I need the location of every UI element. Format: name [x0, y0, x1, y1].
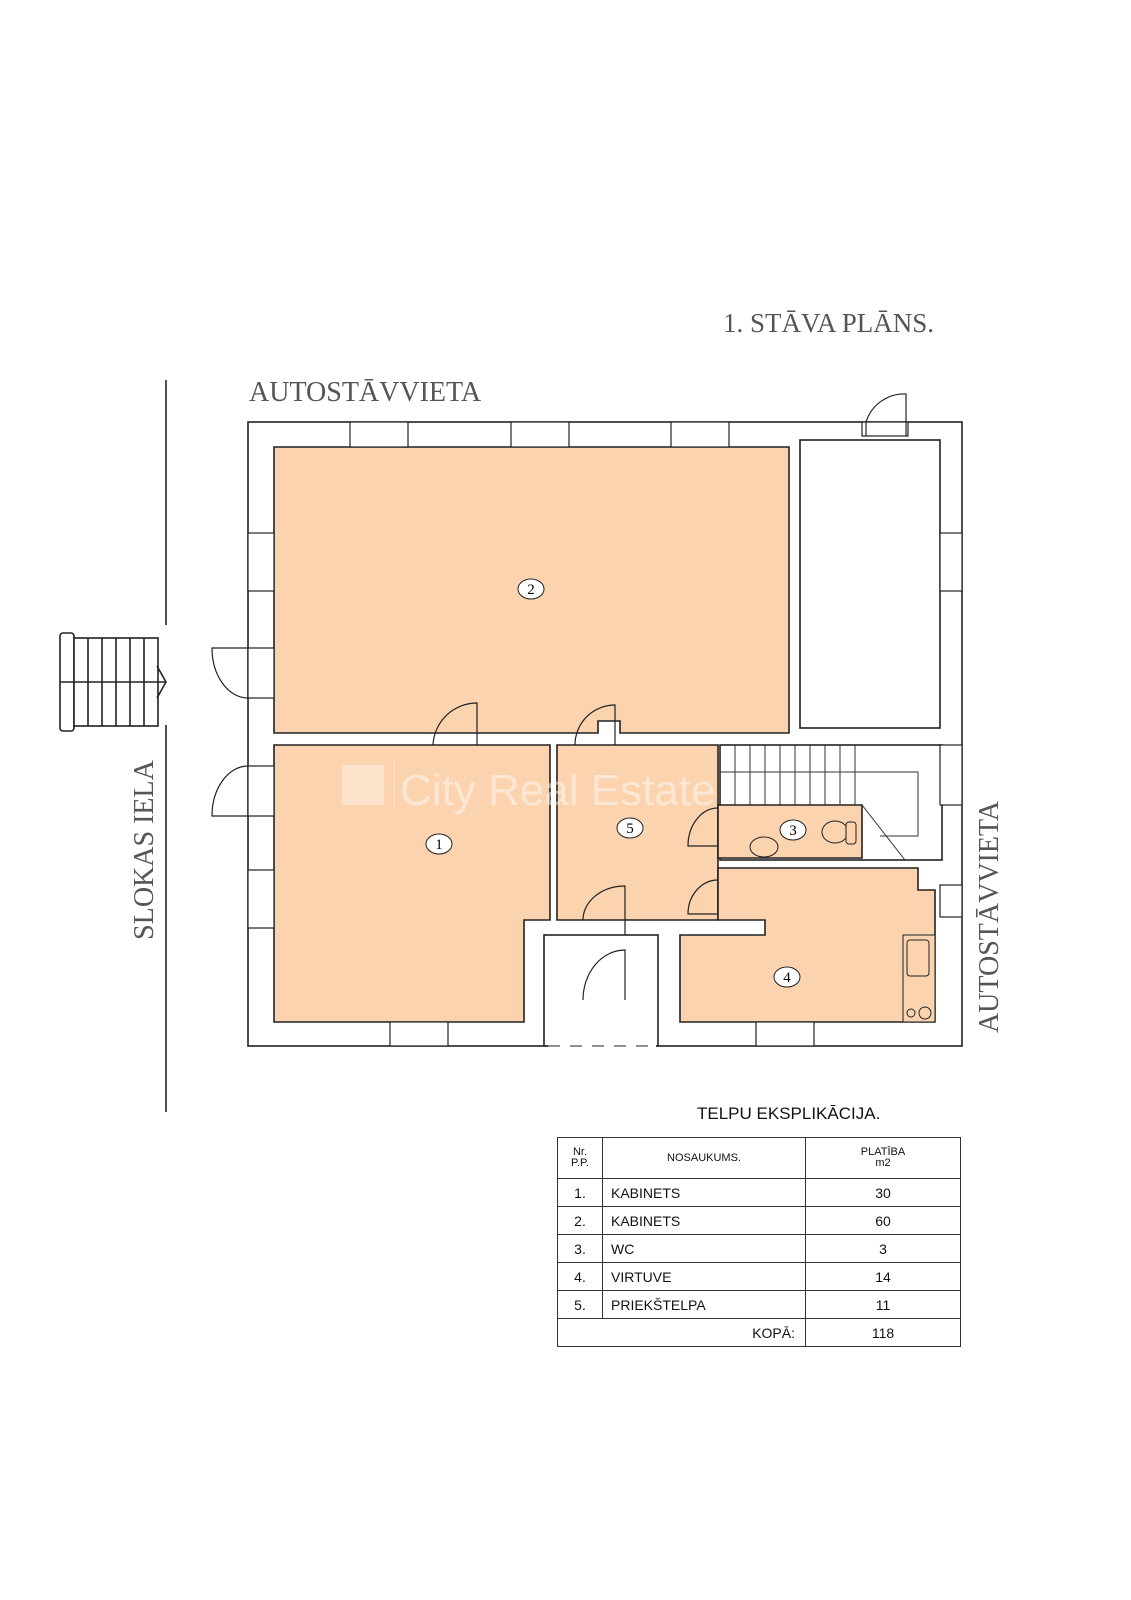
watermark-text: City Real Estate	[400, 766, 715, 815]
row-name: PRIEKŠTELPA	[602, 1290, 806, 1319]
row-nr: 3.	[557, 1234, 603, 1263]
unlabeled-room	[799, 439, 941, 729]
room-markers: 1 2 3 4 5	[425, 578, 807, 988]
table-title: TELPU EKSPLIKĀCIJA.	[697, 1104, 881, 1123]
row-nr: 1.	[557, 1178, 603, 1207]
row-area: 11	[805, 1290, 961, 1319]
row-name: WC	[602, 1234, 806, 1263]
row-area: 60	[805, 1206, 961, 1235]
windows	[247, 421, 963, 1047]
row-nr: 2.	[557, 1206, 603, 1235]
header-name: NOSAUKUMS.	[602, 1137, 806, 1179]
total-label: KOPĀ:	[557, 1318, 806, 1347]
header-pp: P.P.	[571, 1157, 589, 1169]
room-1	[273, 744, 551, 1023]
row-area: 3	[805, 1234, 961, 1263]
row-name: KABINETS	[602, 1206, 806, 1235]
fixtures	[749, 820, 936, 1023]
header-area-unit: m2	[875, 1157, 891, 1169]
header-nr: Nr.	[572, 1146, 588, 1158]
room-number-4: 4	[783, 970, 791, 986]
header-area: PLATĪBA	[860, 1146, 906, 1158]
room-number-3: 3	[789, 823, 797, 839]
row-name: VIRTUVE	[602, 1262, 806, 1291]
row-area: 30	[805, 1178, 961, 1207]
street-label: SLOKAS IELA	[129, 759, 160, 939]
room-number-5: 5	[626, 821, 634, 837]
sink-icon	[749, 836, 779, 858]
parking-label-right: AUTOSTĀVVIETA	[974, 800, 1005, 1033]
entrance-vestibule	[543, 934, 659, 1047]
parking-label-top: AUTOSTĀVVIETA	[249, 377, 482, 408]
row-nr: 4.	[557, 1262, 603, 1291]
room-number-2: 2	[527, 582, 535, 598]
room-number-1: 1	[435, 837, 443, 853]
room-4	[679, 867, 936, 1023]
watermark-logo	[342, 760, 395, 810]
plan-title: 1. STĀVA PLĀNS.	[723, 308, 934, 338]
row-name: KABINETS	[602, 1178, 806, 1207]
table-total-row: KOPĀ:118	[557, 1318, 961, 1347]
row-nr: 5.	[557, 1290, 603, 1319]
exterior-stairs	[59, 632, 167, 732]
total-value: 118	[805, 1318, 961, 1347]
toilet-icon	[821, 820, 849, 844]
doors	[211, 393, 909, 1047]
staircase-steps	[720, 745, 919, 861]
row-area: 14	[805, 1262, 961, 1291]
